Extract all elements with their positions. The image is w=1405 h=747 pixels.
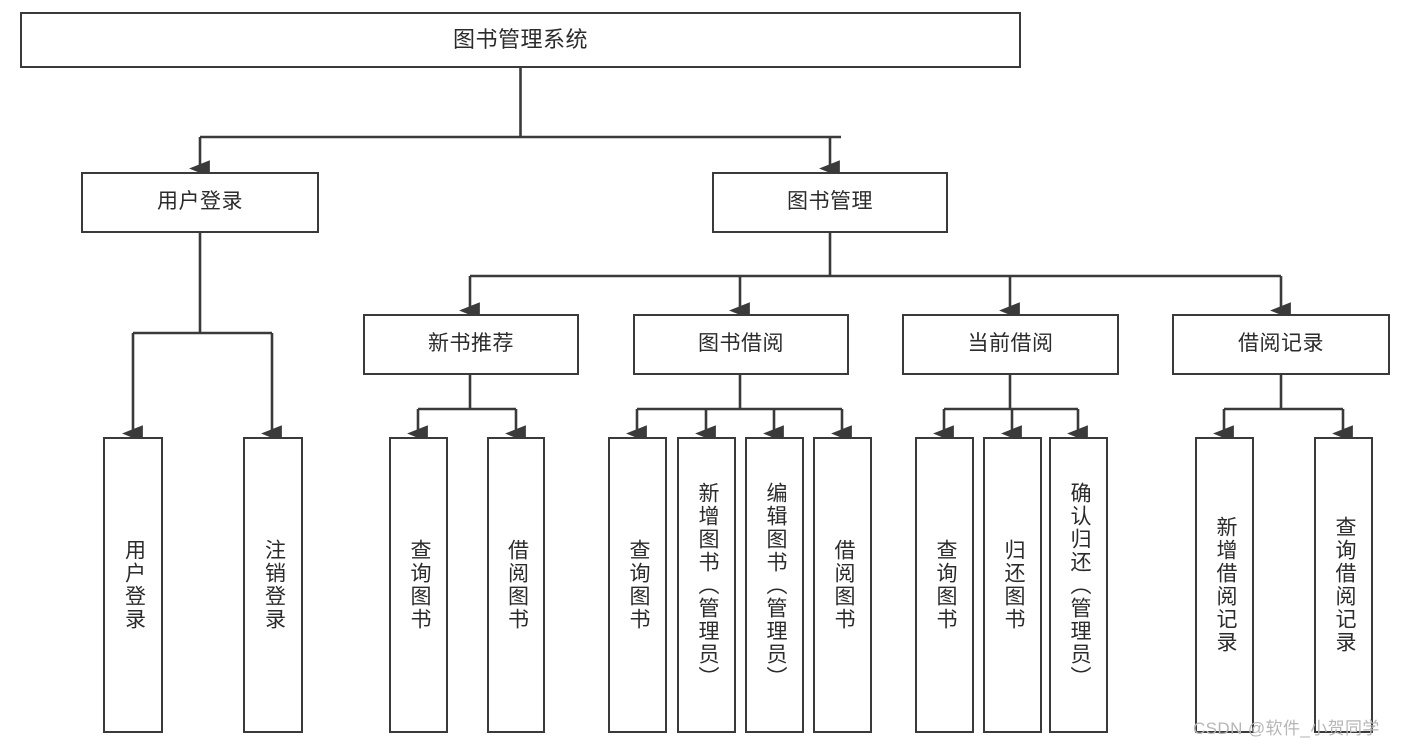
node-root-label: 图书管理系统	[452, 27, 588, 53]
node-leaf-add-book[interactable]: 新增图书（管理员）	[677, 437, 736, 733]
node-leaf-borrow-book[interactable]: 借阅图书	[813, 437, 872, 733]
node-leaf-edit-book[interactable]: 编辑图书（管理员）	[745, 437, 804, 733]
node-book-manage-label: 图书管理	[787, 190, 873, 214]
node-leaf-query-record[interactable]: 查询借阅记录	[1314, 437, 1373, 733]
node-current-borrow-label: 当前借阅	[967, 332, 1054, 356]
node-user-login[interactable]: 用户登录	[81, 172, 319, 233]
node-book-manage[interactable]: 图书管理	[712, 172, 948, 233]
node-leaf-return-book[interactable]: 归还图书	[983, 437, 1042, 733]
node-leaf-borrow-book-rec[interactable]: 借阅图书	[487, 437, 545, 733]
node-book-borrow-label: 图书借阅	[698, 332, 784, 356]
node-current-borrow[interactable]: 当前借阅	[902, 314, 1119, 375]
node-leaf-query-book-cur-label: 查询图书	[933, 539, 957, 631]
node-leaf-query-book-cur[interactable]: 查询图书	[915, 437, 974, 733]
node-leaf-query-book[interactable]: 查询图书	[608, 437, 667, 733]
node-leaf-query-book-rec-label: 查询图书	[407, 539, 431, 631]
node-leaf-edit-book-label: 编辑图书（管理员）	[763, 481, 787, 689]
node-leaf-query-book-label: 查询图书	[626, 539, 650, 631]
node-leaf-query-record-label: 查询借阅记录	[1332, 516, 1356, 654]
node-new-book-rec[interactable]: 新书推荐	[363, 314, 579, 375]
node-leaf-add-book-label: 新增图书（管理员）	[695, 481, 719, 689]
node-leaf-user-logout-label: 注销登录	[262, 539, 286, 631]
node-leaf-borrow-book-rec-label: 借阅图书	[505, 539, 529, 631]
node-borrow-record-label: 借阅记录	[1238, 332, 1324, 356]
node-leaf-confirm-return-label: 确认归还（管理员）	[1067, 481, 1091, 689]
node-leaf-user-login-label: 用户登录	[122, 539, 146, 631]
node-leaf-confirm-return[interactable]: 确认归还（管理员）	[1049, 437, 1108, 733]
node-leaf-add-record[interactable]: 新增借阅记录	[1195, 437, 1254, 733]
node-borrow-record[interactable]: 借阅记录	[1172, 314, 1390, 375]
node-leaf-borrow-book-label: 借阅图书	[831, 539, 855, 631]
node-root[interactable]: 图书管理系统	[20, 12, 1021, 68]
node-leaf-user-login[interactable]: 用户登录	[103, 437, 163, 733]
node-new-book-rec-label: 新书推荐	[428, 332, 514, 356]
node-book-borrow[interactable]: 图书借阅	[633, 314, 849, 375]
node-user-login-label: 用户登录	[157, 190, 243, 214]
node-leaf-query-book-rec[interactable]: 查询图书	[389, 437, 448, 733]
node-leaf-user-logout[interactable]: 注销登录	[243, 437, 303, 733]
csdn-watermark: CSDN @软件_小贺同学	[1193, 719, 1380, 738]
node-leaf-add-record-label: 新增借阅记录	[1213, 516, 1237, 654]
node-leaf-return-book-label: 归还图书	[1001, 539, 1025, 631]
